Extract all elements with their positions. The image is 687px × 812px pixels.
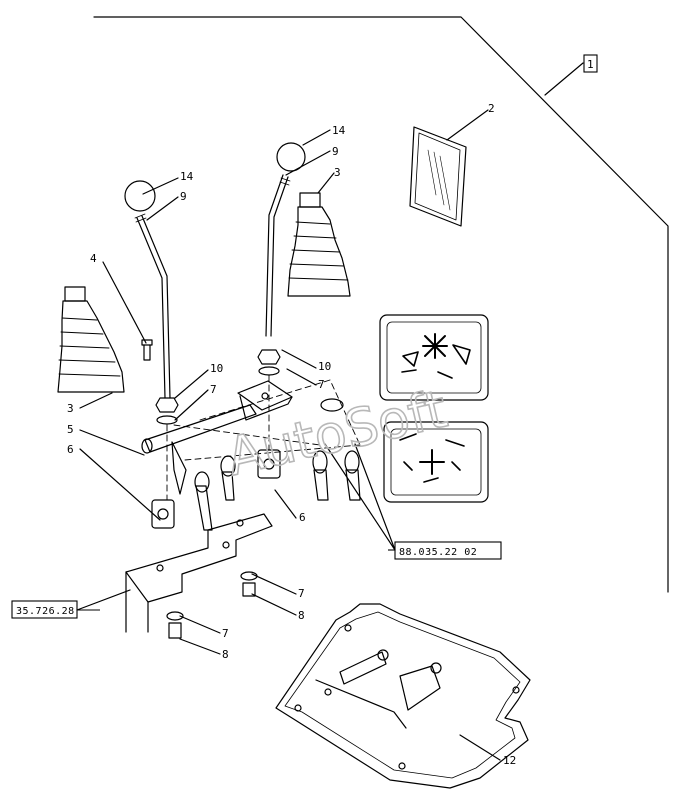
pivot-shaft xyxy=(141,404,257,495)
decal-upper xyxy=(379,314,489,401)
callout-14-right: 14 xyxy=(332,124,346,137)
callout-9-right: 9 xyxy=(332,145,339,158)
callout-2: 2 xyxy=(488,102,495,115)
callout-10-right: 10 xyxy=(318,360,331,373)
screw xyxy=(141,339,153,361)
callout-5: 5 xyxy=(67,423,74,436)
callout-3-right: 3 xyxy=(334,166,341,179)
callout-12: 12 xyxy=(503,754,516,767)
callout-1: 1 xyxy=(587,58,594,71)
callout-8-b: 8 xyxy=(222,648,229,661)
floor-mat-plate xyxy=(275,603,531,789)
lever-left xyxy=(124,180,171,399)
decal-lower xyxy=(383,421,489,503)
mounting-plate xyxy=(125,513,273,633)
gaiter-right xyxy=(287,192,351,297)
knob-right xyxy=(276,142,306,172)
callout-7-b: 7 xyxy=(318,378,325,391)
ref-label-left: 35.726.28 xyxy=(16,606,75,617)
callout-4: 4 xyxy=(90,252,97,265)
callout-10-left: 10 xyxy=(210,362,223,375)
callout-3-left: 3 xyxy=(67,402,74,415)
assembly-bracket-line xyxy=(93,16,669,593)
callout-box-1 xyxy=(583,54,598,73)
plungers xyxy=(194,450,361,531)
callout-9-left: 9 xyxy=(180,190,187,203)
coupler-left xyxy=(151,499,175,529)
callout-8-a: 8 xyxy=(298,609,305,622)
operator-manual-booklet xyxy=(409,126,467,227)
callout-7-d: 7 xyxy=(222,627,229,640)
callout-6-right: 6 xyxy=(299,511,306,524)
leader-lines xyxy=(76,62,584,761)
callout-7-c: 7 xyxy=(298,587,305,600)
alignment-lines xyxy=(166,374,361,501)
knob-left xyxy=(124,180,156,212)
gaiter-left xyxy=(57,286,125,393)
ref-label-right: 88.035.22 02 xyxy=(399,547,477,558)
pivot-bracket xyxy=(237,380,293,421)
callout-14-left: 14 xyxy=(180,170,194,183)
nuts-and-washers xyxy=(155,349,344,425)
bolts-and-washers xyxy=(166,571,258,639)
callout-6-left: 6 xyxy=(67,443,74,456)
lever-right xyxy=(265,142,306,337)
callout-7-a: 7 xyxy=(210,383,217,396)
